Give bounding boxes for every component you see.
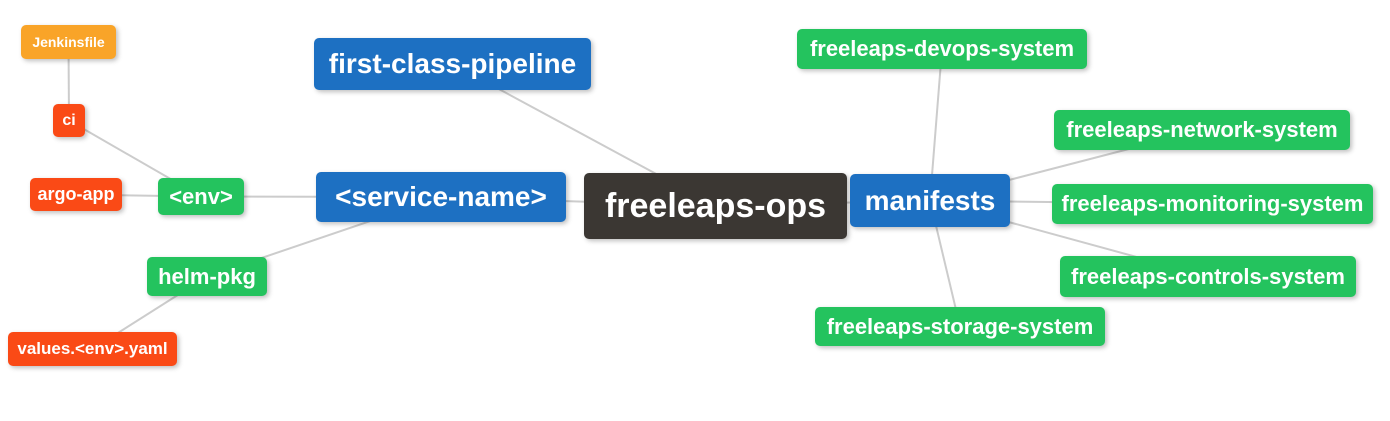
node-argo-app[interactable]: argo-app [30,178,122,211]
node-freeleaps-storage-system[interactable]: freeleaps-storage-system [815,307,1105,346]
node-helm-pkg[interactable]: helm-pkg [147,257,267,296]
node-freeleaps-monitoring-system[interactable]: freeleaps-monitoring-system [1052,184,1373,224]
node-freeleaps-ops[interactable]: freeleaps-ops [584,173,847,239]
node-ci[interactable]: ci [53,104,85,137]
node-freeleaps-network-system[interactable]: freeleaps-network-system [1054,110,1350,150]
node-env[interactable]: <env> [158,178,244,215]
node-jenkinsfile[interactable]: Jenkinsfile [21,25,116,59]
node-freeleaps-controls-system[interactable]: freeleaps-controls-system [1060,256,1356,297]
node-freeleaps-devops-system[interactable]: freeleaps-devops-system [797,29,1087,69]
node-values-env-yaml[interactable]: values.<env>.yaml [8,332,177,366]
node-manifests[interactable]: manifests [850,174,1010,227]
node-first-class-pipeline[interactable]: first-class-pipeline [314,38,591,90]
node-service-name[interactable]: <service-name> [316,172,566,222]
